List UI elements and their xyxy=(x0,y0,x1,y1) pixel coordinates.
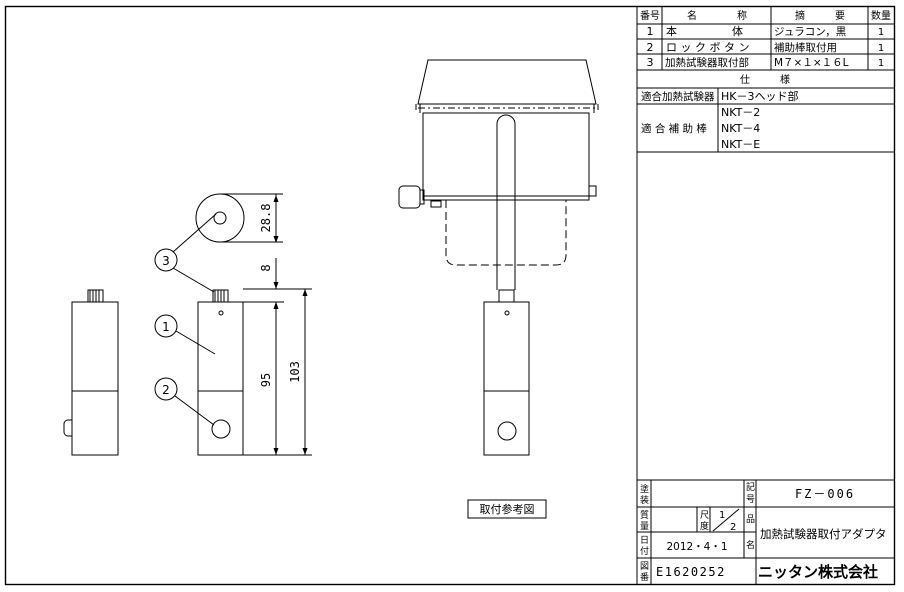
paint-label-2: 装 xyxy=(640,494,649,506)
product-label-1: 品 xyxy=(746,514,755,525)
drawing-no-label-2: 番 xyxy=(640,571,649,583)
mounting-reference-view xyxy=(398,59,599,456)
scale-label-2: 度 xyxy=(700,520,709,532)
header-name: 名 称 xyxy=(687,9,747,22)
dim-95: 95 xyxy=(259,373,273,387)
row-3-name: 加熱試験器取付部 xyxy=(665,56,749,69)
stud-top-view xyxy=(195,193,283,243)
front-view xyxy=(197,258,312,456)
spec-rod-label: 適 合 補 助 棒 xyxy=(641,122,707,135)
reference-label-box xyxy=(467,499,547,519)
symbol-label-2: 号 xyxy=(746,494,755,505)
spec-rod-value-2: NKT－4 xyxy=(721,122,760,135)
row-2-qty: 1 xyxy=(878,43,884,54)
date-label-2: 付 xyxy=(640,546,649,557)
balloon-1: 1 xyxy=(162,320,170,334)
paint-label-1: 塗 xyxy=(640,483,649,495)
row-1-qty: 1 xyxy=(878,27,884,38)
dim-28-8: 28.8 xyxy=(259,204,273,233)
row-3-spec: M７×１×１６L xyxy=(774,57,849,69)
spec-rod-value-3: NKT－E xyxy=(721,138,760,151)
dim-103: 103 xyxy=(288,361,302,383)
spec-heater-label: 適合加熱試験器 xyxy=(641,90,715,103)
product-name: 加熱試験器取付アダプタ xyxy=(760,527,887,541)
parts-table xyxy=(636,6,894,585)
company-logo: ニッタン株式会社 xyxy=(758,563,878,581)
scale-denominator: 2 xyxy=(730,522,736,533)
balloon-3: 3 xyxy=(162,254,170,268)
spec-rod-value-1: NKT－2 xyxy=(721,106,760,119)
dimension-arrows xyxy=(273,195,308,455)
title-block xyxy=(637,479,894,585)
scale-label-1: 尺 xyxy=(700,510,709,521)
mass-label-1: 質 xyxy=(640,509,649,521)
row-1-name: 本 体 xyxy=(666,24,743,38)
spec-title: 仕 様 xyxy=(740,73,790,86)
symbol-value: FZ－006 xyxy=(795,487,855,501)
reference-label: 取付参考図 xyxy=(480,502,535,516)
spec-heater-value: HK－3ヘッド部 xyxy=(721,89,798,103)
sheet-border xyxy=(4,5,896,586)
product-label-2: 名 xyxy=(746,539,755,551)
row-2-name: ロ ッ ク ボ タ ン xyxy=(666,41,749,54)
symbol-label-1: 記 xyxy=(746,481,755,493)
scale-numerator: 1 xyxy=(719,510,725,521)
balloon-leaders xyxy=(154,213,217,426)
header-no: 番号 xyxy=(640,10,660,22)
row-2-spec: 補助棒取付用 xyxy=(774,41,837,54)
row-3-no: 3 xyxy=(647,56,654,69)
row-1-no: 1 xyxy=(647,25,654,38)
row-3-qty: 1 xyxy=(878,58,884,69)
mass-label-2: 量 xyxy=(640,521,649,532)
balloon-2: 2 xyxy=(162,383,170,397)
header-spec: 摘 要 xyxy=(795,9,845,22)
drawing-no-label-1: 図 xyxy=(640,561,649,572)
date-value: 2012・4・1 xyxy=(666,541,727,553)
drawing-no: E1620252 xyxy=(656,565,726,579)
dim-8: 8 xyxy=(259,264,273,271)
header-qty: 数量 xyxy=(871,9,891,22)
left-side-view xyxy=(63,289,119,456)
row-1-spec: ジュラコン，黒 xyxy=(774,26,846,38)
row-2-no: 2 xyxy=(647,41,654,54)
date-label-1: 日 xyxy=(640,535,649,546)
